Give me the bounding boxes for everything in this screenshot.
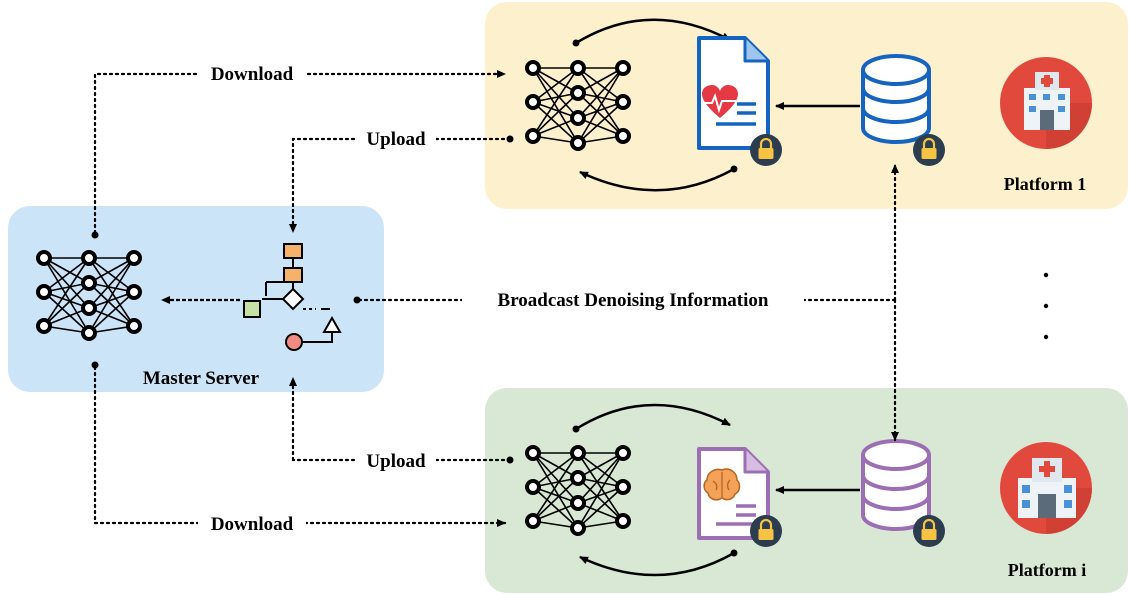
broadcast-label: Broadcast Denoising Information [498, 290, 769, 311]
master-server-label: Master Server [143, 368, 260, 389]
upload-top-label: Upload [366, 129, 426, 150]
flowchart-icon [243, 243, 342, 351]
platform-1-bottom-arrow [579, 167, 735, 192]
download-bottom-connector [93, 365, 507, 527]
platform-i-bottom-arrow [579, 551, 735, 577]
platforms-ellipsis [1043, 272, 1049, 340]
download-bottom-label: Download [211, 514, 294, 535]
platform-i-top-arrow [575, 403, 731, 431]
medical-record-icon [697, 36, 770, 150]
platform-i-label: Platform i [1008, 560, 1086, 580]
platform-i-hospital-icon [1000, 442, 1092, 534]
upload-top-connector [289, 137, 512, 234]
platform-i-database-icon [861, 439, 931, 531]
platform-1-db-lock-icon [911, 132, 947, 168]
download-top-label: Download [211, 64, 294, 85]
platform-1-database-icon [861, 54, 931, 144]
platform-1-doc-lock-icon [748, 132, 784, 168]
platform-1-hospital-icon [1000, 57, 1092, 149]
platform-i-db-lock-icon [911, 513, 947, 549]
brain-record-icon [697, 447, 770, 540]
upload-bottom-label: Upload [366, 451, 426, 472]
platform-i-doc-lock-icon [748, 513, 784, 549]
platform-1-top-arrow [575, 18, 731, 45]
platform-1-label: Platform 1 [1004, 174, 1086, 194]
download-top-connector [93, 70, 507, 235]
